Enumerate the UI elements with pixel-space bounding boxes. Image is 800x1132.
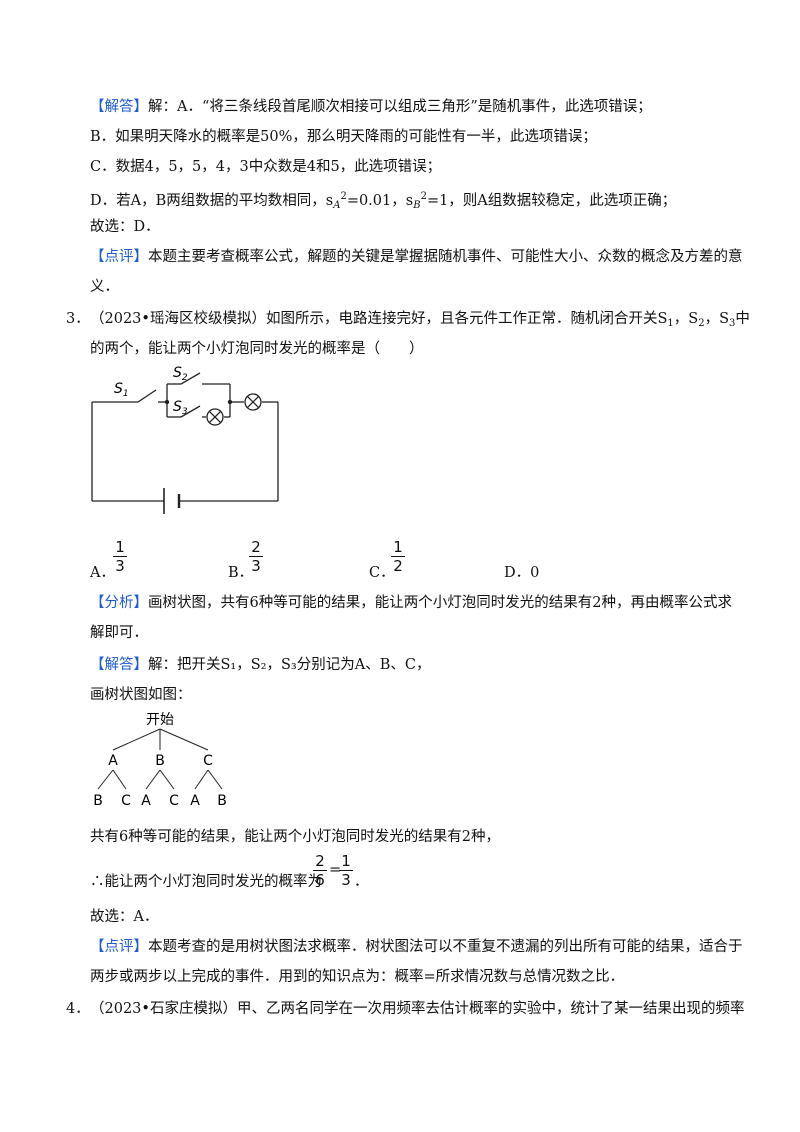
option-c-label: C． bbox=[369, 565, 395, 581]
option-b-num: 2 bbox=[251, 538, 261, 556]
q3-stem-end: 中 bbox=[735, 311, 750, 327]
q3-stem-line2: 的两个，能让两个小灯泡同时发光的概率是（ ） bbox=[90, 341, 424, 357]
q3-answer-line4-text: ∴能让两个小灯泡同时发光的概率为 bbox=[90, 874, 322, 890]
result-equals: = bbox=[329, 862, 342, 878]
q3-stem-sub3: 3 bbox=[729, 318, 736, 329]
option-a-label: A． bbox=[90, 565, 115, 581]
q2-comment-text1: 本题主要考查概率公式，解题的关键是掌握据随机事件、可能性大小、众数的概念及方差的… bbox=[148, 249, 743, 265]
circuit-diagram: S1 S2 S3 bbox=[91, 365, 279, 514]
tree-node-l2: A bbox=[141, 793, 151, 809]
tree-node-l2: B bbox=[217, 793, 227, 809]
junction-dot-right bbox=[227, 399, 233, 405]
q4-stem-line1: （2023•石家庄模拟）甲、乙两名同学在一次用频率去估计概率的实验中，统计了某一… bbox=[90, 1001, 745, 1017]
tree-node-l2: A bbox=[190, 793, 200, 809]
switch-s2-blade bbox=[180, 372, 201, 385]
q2-comment-line2: 义． bbox=[90, 279, 119, 295]
tree-node-l1: A bbox=[108, 753, 118, 769]
option-d: D．0 bbox=[504, 563, 539, 583]
q2-answer-line-d: D．若A，B两组数据的平均数相同，sA2=0.01，sB2=1，则A组数据较稳定… bbox=[90, 187, 676, 216]
lamp-cross-2 bbox=[208, 410, 222, 424]
q3-answer-text1: 解：把开关S₁，S₂，S₃分别记为A、B、C， bbox=[148, 657, 431, 673]
answer-tag: 【解答】 bbox=[90, 99, 148, 115]
result-frac1-den: 6 bbox=[315, 871, 325, 889]
lamp-icon bbox=[206, 408, 224, 426]
comment-tag: 【点评】 bbox=[90, 249, 148, 265]
junction-dot-left bbox=[164, 399, 170, 405]
q3-comment-line2: 两步或两步以上完成的事件．用到的知识点为：概率=所求情况数与总情况数之比． bbox=[90, 969, 625, 985]
option-a-num: 1 bbox=[115, 538, 125, 556]
label-s1: S1 bbox=[114, 381, 129, 399]
option-b-label: B． bbox=[228, 565, 254, 581]
q3-analysis-line2: 解即可． bbox=[90, 625, 148, 641]
analysis-tag: 【分析】 bbox=[90, 595, 148, 611]
label-s3: S3 bbox=[173, 399, 188, 417]
option-d-label: D． bbox=[504, 565, 531, 581]
switch-s1-blade bbox=[137, 389, 157, 403]
lamp-icon bbox=[244, 393, 262, 411]
q2-d-sup-a: 2 bbox=[340, 191, 347, 202]
tree-root: 开始 bbox=[146, 712, 174, 728]
q3-comment-text1: 本题考查的是用树状图法求概率．树状图法可以不重复不遗漏的列出所有可能的结果，适合… bbox=[148, 939, 743, 955]
result-frac2-den: 3 bbox=[341, 871, 351, 889]
q3-answer-choice: 故选：A． bbox=[90, 909, 159, 925]
q3-answer-line2: 画树状图如图： bbox=[90, 687, 192, 703]
tree-node-l1: B bbox=[155, 753, 165, 769]
q3-stem-line1: （2023•瑶海区校级模拟）如图所示，电路连接完好，且各元件工作正常．随机闭合开… bbox=[90, 309, 750, 334]
q3-answer-line4-end: ． bbox=[354, 874, 369, 890]
tree-node-l1: C bbox=[203, 753, 213, 769]
label-s2: S2 bbox=[173, 365, 188, 383]
result-frac1-num: 2 bbox=[315, 852, 325, 870]
q2-d-post: =1，则A组数据较稳定，此选项正确； bbox=[426, 193, 677, 209]
option-a-den: 3 bbox=[115, 557, 125, 575]
q3-stem-sub1: 1 bbox=[667, 318, 674, 329]
q2-d-sup-b: 2 bbox=[420, 191, 427, 202]
q3-stem-mid1: ，S bbox=[673, 311, 699, 327]
comment-tag: 【点评】 bbox=[90, 939, 148, 955]
q2-answer-line-a: 【解答】解：A．“将三条线段首尾顺次相接可以组成三角形”是随机事件，此选项错误； bbox=[90, 97, 652, 117]
result-frac2-num: 1 bbox=[341, 852, 351, 870]
tree-diagram: 开始 A B C B C A C A B bbox=[93, 712, 227, 809]
q3-answer-line1: 【解答】解：把开关S₁，S₂，S₃分别记为A、B、C， bbox=[90, 655, 430, 675]
q2-answer-choice: 故选：D． bbox=[90, 219, 160, 235]
q2-d-pre: D．若A，B两组数据的平均数相同，s bbox=[90, 193, 334, 209]
q3-number: 3． bbox=[66, 311, 90, 327]
q2-d-sub-b: B bbox=[413, 200, 421, 211]
q3-stem-sub2: 2 bbox=[698, 318, 705, 329]
q3-stem-mid2: ，S bbox=[704, 311, 730, 327]
q2-d-mid: =0.01，s bbox=[346, 193, 414, 209]
q2-answer-a-text: 解：A．“将三条线段首尾顺次相接可以组成三角形”是随机事件，此选项错误； bbox=[148, 99, 652, 115]
q3-analysis-line1: 【分析】画树状图，共有6种等可能的结果，能让两个小灯泡同时发光的结果有2种，再由… bbox=[90, 593, 732, 613]
q2-answer-line-b: B．如果明天降水的概率是50%，那么明天降雨的可能性有一半，此选项错误； bbox=[90, 129, 597, 145]
q2-comment-line1: 【点评】本题主要考查概率公式，解题的关键是掌握据随机事件、可能性大小、众数的概念… bbox=[90, 247, 743, 267]
q4-number: 4． bbox=[66, 1001, 90, 1017]
tree-node-l2: C bbox=[169, 793, 179, 809]
q2-answer-line-c: C．数据4，5，5，4，3中众数是4和5，此选项错误； bbox=[90, 159, 442, 175]
switch-s3-blade bbox=[180, 405, 201, 418]
q3-analysis-text1: 画树状图，共有6种等可能的结果，能让两个小灯泡同时发光的结果有2种，再由概率公式… bbox=[148, 595, 732, 611]
tree-node-l2: C bbox=[121, 793, 131, 809]
option-c-num: 1 bbox=[393, 538, 403, 556]
q3-stem-text1: （2023•瑶海区校级模拟）如图所示，电路连接完好，且各元件工作正常．随机闭合开… bbox=[90, 311, 668, 327]
option-c-den: 2 bbox=[393, 557, 403, 575]
option-d-value: 0 bbox=[530, 565, 540, 581]
lamp-cross-4 bbox=[246, 395, 260, 409]
tree-node-l2: B bbox=[93, 793, 103, 809]
option-b-den: 3 bbox=[251, 557, 261, 575]
q3-answer-line3: 共有6种等可能的结果，能让两个小灯泡同时发光的结果有2种， bbox=[90, 829, 500, 845]
answer-tag: 【解答】 bbox=[90, 657, 148, 673]
q3-comment-line1: 【点评】本题考查的是用树状图法求概率．树状图法可以不重复不遗漏的列出所有可能的结… bbox=[90, 937, 743, 957]
q2-d-sub-a: A bbox=[333, 200, 341, 211]
